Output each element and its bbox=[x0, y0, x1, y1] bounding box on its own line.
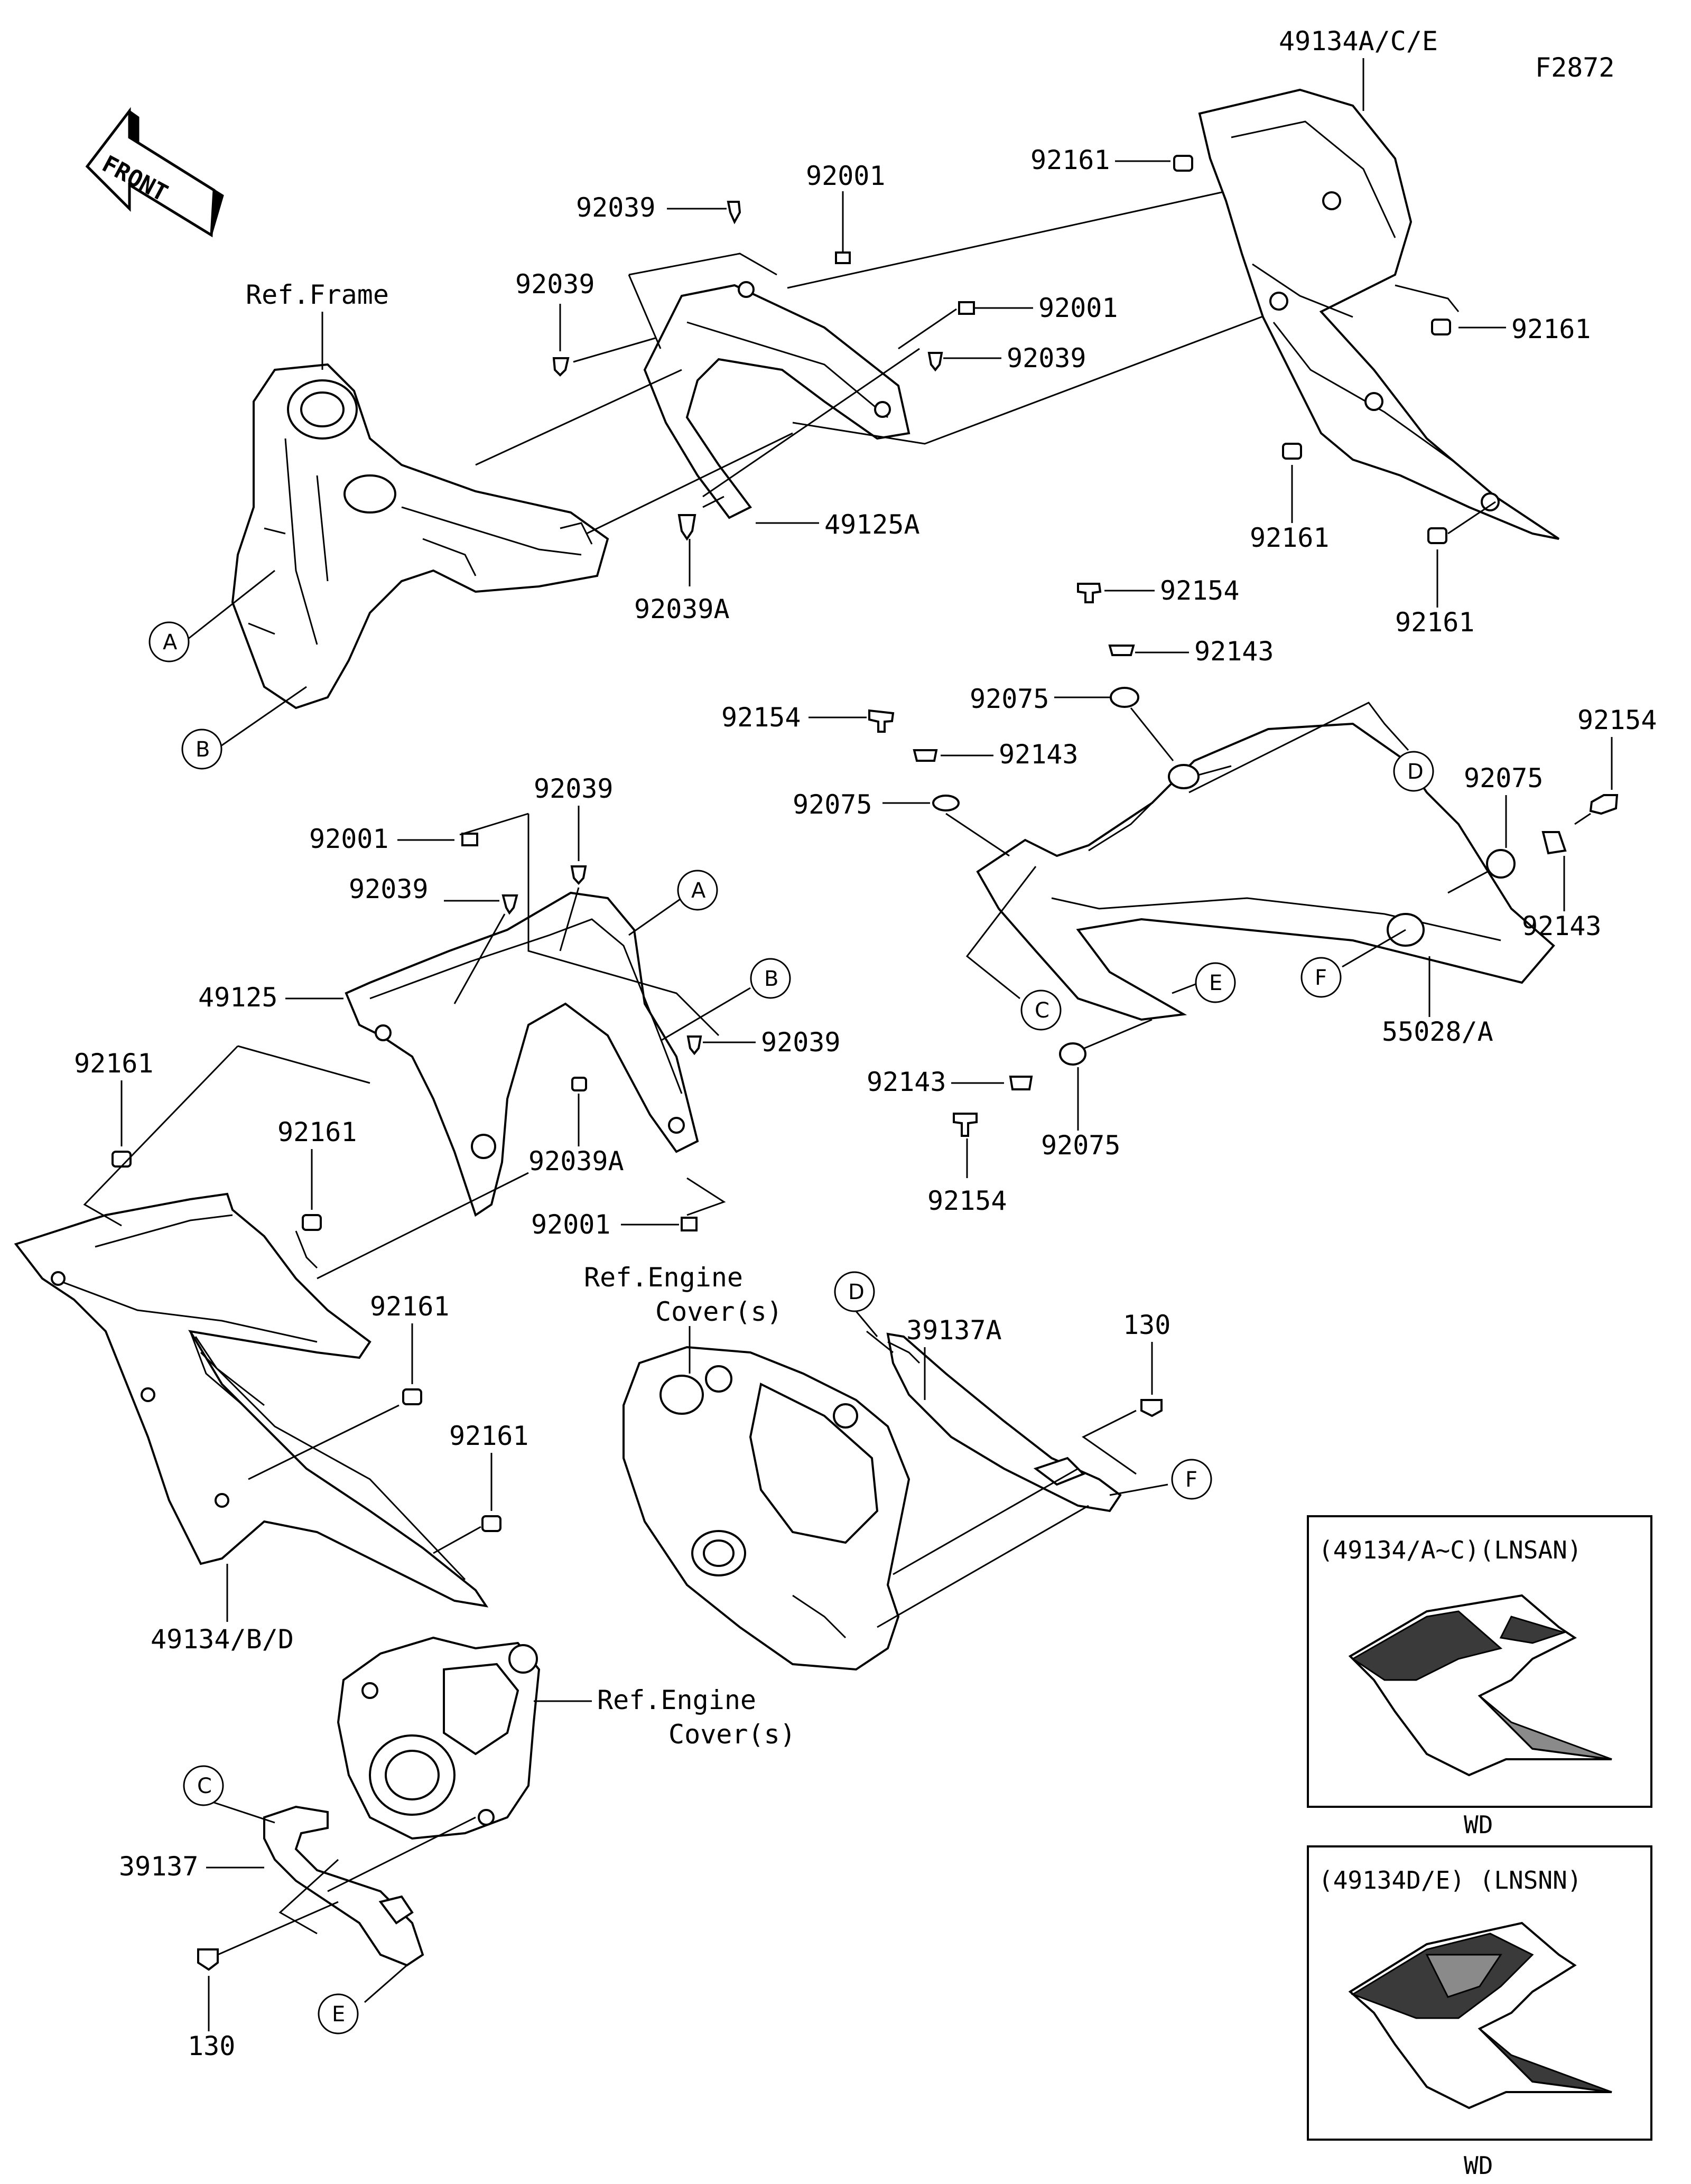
part-130-right: 130 bbox=[1123, 1310, 1170, 1340]
part-92039-left: 92039 bbox=[515, 269, 595, 300]
frame-illustration bbox=[231, 363, 609, 710]
part-92039-mid-left: 92039 bbox=[349, 874, 429, 904]
callout-f-2-label: F bbox=[1185, 1468, 1197, 1492]
callout-a bbox=[148, 621, 190, 662]
callout-e-label: E bbox=[1209, 971, 1222, 995]
part-92075-mid: 92075 bbox=[793, 789, 872, 820]
callout-c-label: C bbox=[1035, 998, 1049, 1023]
callout-f-label: F bbox=[1315, 966, 1327, 990]
part-39137: 39137 bbox=[119, 1851, 199, 1882]
part-92075-right: 92075 bbox=[1464, 763, 1544, 794]
variant-box-2: (49134D/E) (LNSNN) WD bbox=[1307, 1845, 1652, 2180]
inner-cover-49125a bbox=[643, 281, 910, 519]
callout-f-2 bbox=[1171, 1459, 1212, 1500]
part-92161-ur1: 92161 bbox=[1030, 145, 1110, 175]
part-92039-top: 92039 bbox=[576, 192, 656, 223]
callout-f bbox=[1300, 957, 1342, 998]
callout-c bbox=[1020, 990, 1062, 1031]
part-92039-mid-right: 92039 bbox=[761, 1027, 841, 1058]
engine-cover-right bbox=[622, 1346, 910, 1671]
part-92039-right: 92039 bbox=[1007, 343, 1086, 374]
variant-box-1-caption: WD bbox=[1464, 1810, 1493, 1839]
ref-engine-cover-label-1a: Ref.Engine bbox=[584, 1262, 743, 1293]
part-92039a-mid: 92039A bbox=[528, 1146, 624, 1177]
part-92161-ur3: 92161 bbox=[1250, 522, 1330, 553]
part-92154-lower: 92154 bbox=[927, 1186, 1007, 1216]
bracket-39137 bbox=[263, 1805, 424, 1967]
part-92039a-top: 92039A bbox=[634, 594, 730, 624]
under-cowl-55028a bbox=[976, 722, 1555, 1021]
part-49134ace: 49134A/C/E bbox=[1279, 26, 1438, 57]
callout-b-label: B bbox=[196, 738, 210, 762]
callout-a-2 bbox=[677, 870, 718, 911]
callout-e-2 bbox=[318, 1993, 359, 2034]
part-92154-mid: 92154 bbox=[721, 702, 801, 733]
part-92001-mid-bottom: 92001 bbox=[531, 1209, 611, 1240]
variant-box-2-title: (49134D/E) (LNSNN) bbox=[1318, 1866, 1582, 1894]
side-cowling-49134ace bbox=[1198, 88, 1560, 540]
callout-c-2-label: C bbox=[197, 1774, 212, 1798]
part-92161-ll2: 92161 bbox=[277, 1117, 357, 1147]
variant-box-1-title: (49134/A~C)(LNSAN) bbox=[1318, 1536, 1582, 1564]
part-92143-mid: 92143 bbox=[999, 739, 1079, 770]
part-92143-top: 92143 bbox=[1194, 636, 1274, 667]
part-92075-lower: 92075 bbox=[1041, 1130, 1121, 1161]
part-92154-top: 92154 bbox=[1160, 575, 1240, 606]
callout-b bbox=[181, 729, 222, 770]
callout-d-label: D bbox=[1407, 760, 1424, 784]
part-92001-right: 92001 bbox=[1038, 293, 1118, 323]
variant-box-2-caption: WD bbox=[1464, 2151, 1493, 2180]
part-49125a: 49125A bbox=[824, 509, 920, 540]
part-92001-mid-left: 92001 bbox=[309, 824, 389, 854]
callout-b-2-label: B bbox=[764, 967, 778, 991]
part-39137a: 39137A bbox=[906, 1315, 1002, 1346]
part-92161-ll3: 92161 bbox=[370, 1291, 450, 1322]
callout-b-2 bbox=[750, 958, 791, 999]
part-55028a: 55028/A bbox=[1382, 1016, 1493, 1047]
part-92154-right: 92154 bbox=[1577, 705, 1657, 735]
callout-a-2-label: A bbox=[691, 879, 706, 903]
part-49134bd: 49134/B/D bbox=[151, 1624, 294, 1655]
bracket-39137a bbox=[886, 1332, 1122, 1513]
variant-box-1: (49134/A~C)(LNSAN) WD bbox=[1307, 1515, 1652, 1839]
diagram-code: F2872 bbox=[1535, 52, 1615, 83]
callout-d bbox=[1393, 751, 1434, 792]
part-130-left: 130 bbox=[188, 2031, 235, 2061]
part-92161-ur2: 92161 bbox=[1511, 314, 1591, 344]
part-92161-ur4: 92161 bbox=[1395, 607, 1475, 638]
part-92143-lower: 92143 bbox=[867, 1067, 946, 1097]
callout-e bbox=[1195, 962, 1236, 1003]
callout-e-2-label: E bbox=[332, 2002, 345, 2027]
front-arrow-icon: FRONT bbox=[85, 107, 224, 238]
part-92143-right: 92143 bbox=[1522, 911, 1602, 941]
ref-frame-label: Ref.Frame bbox=[246, 279, 389, 310]
part-92161-ll4: 92161 bbox=[449, 1421, 529, 1451]
part-92039-mid-top: 92039 bbox=[534, 773, 614, 804]
callout-d-2 bbox=[834, 1271, 875, 1312]
ref-engine-cover-label-2b: Cover(s) bbox=[668, 1719, 796, 1750]
callout-d-2-label: D bbox=[848, 1280, 865, 1304]
ref-engine-cover-label-2a: Ref.Engine bbox=[597, 1685, 756, 1715]
engine-cover-left bbox=[337, 1636, 541, 1840]
callout-a-label: A bbox=[163, 630, 178, 655]
part-92075-top: 92075 bbox=[970, 684, 1049, 714]
ref-engine-cover-label-1b: Cover(s) bbox=[655, 1296, 783, 1327]
part-92161-ll1: 92161 bbox=[74, 1048, 154, 1079]
part-92001-top: 92001 bbox=[806, 161, 886, 191]
side-cowling-49134bd bbox=[14, 1192, 489, 1608]
part-49125: 49125 bbox=[198, 982, 278, 1013]
callout-c-2 bbox=[183, 1765, 224, 1806]
inner-cover-49125 bbox=[345, 891, 699, 1217]
